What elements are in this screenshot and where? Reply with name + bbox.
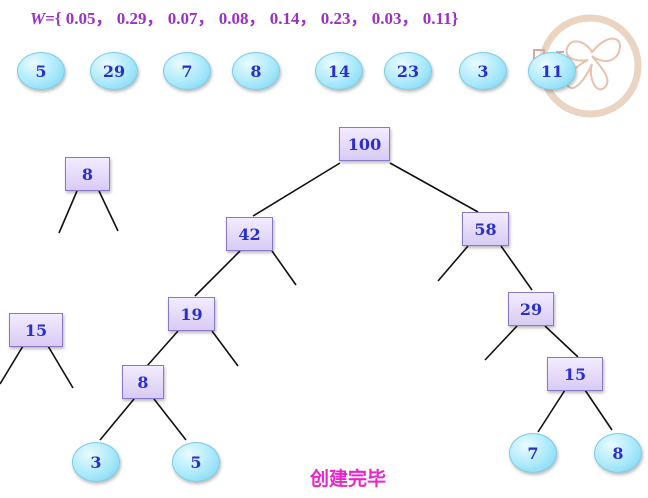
tree-node-right: 58 (462, 212, 509, 246)
leaf-weight-7: 7 (163, 52, 211, 90)
side-node-15: 15 (9, 313, 63, 347)
leaf-weight-3: 3 (459, 52, 507, 90)
leaf-weight-5: 5 (17, 52, 65, 90)
tree-node-root: 100 (339, 127, 390, 161)
tree-leaf-3: 3 (72, 442, 120, 482)
tree-node-left-left: 19 (168, 297, 215, 331)
weight-set-formula: W={ 0.05， 0.29， 0.07， 0.08， 0.14， 0.23， … (30, 4, 458, 29)
tree-node-left-left-left: 8 (122, 365, 164, 399)
leaf-weight-14: 14 (315, 52, 363, 90)
tree-node-left: 42 (226, 217, 273, 251)
leaf-weight-29: 29 (90, 52, 138, 90)
side-node-8: 8 (65, 157, 110, 191)
tree-leaf-5: 5 (172, 442, 220, 482)
completion-caption: 创建完毕 (310, 468, 387, 490)
leaf-weight-11: 11 (528, 52, 576, 90)
tree-leaf-8: 8 (594, 433, 642, 473)
weight-set-values: ={ 0.05， 0.29， 0.07， 0.08， 0.14， 0.23， 0… (45, 9, 459, 28)
leaf-weight-23: 23 (384, 52, 432, 90)
leaf-weight-8: 8 (232, 52, 280, 90)
weight-set-symbol: W (30, 9, 46, 28)
tree-node-right-right-right: 15 (547, 357, 603, 391)
tree-node-right-right: 29 (508, 292, 554, 326)
tree-leaf-7: 7 (509, 433, 557, 473)
